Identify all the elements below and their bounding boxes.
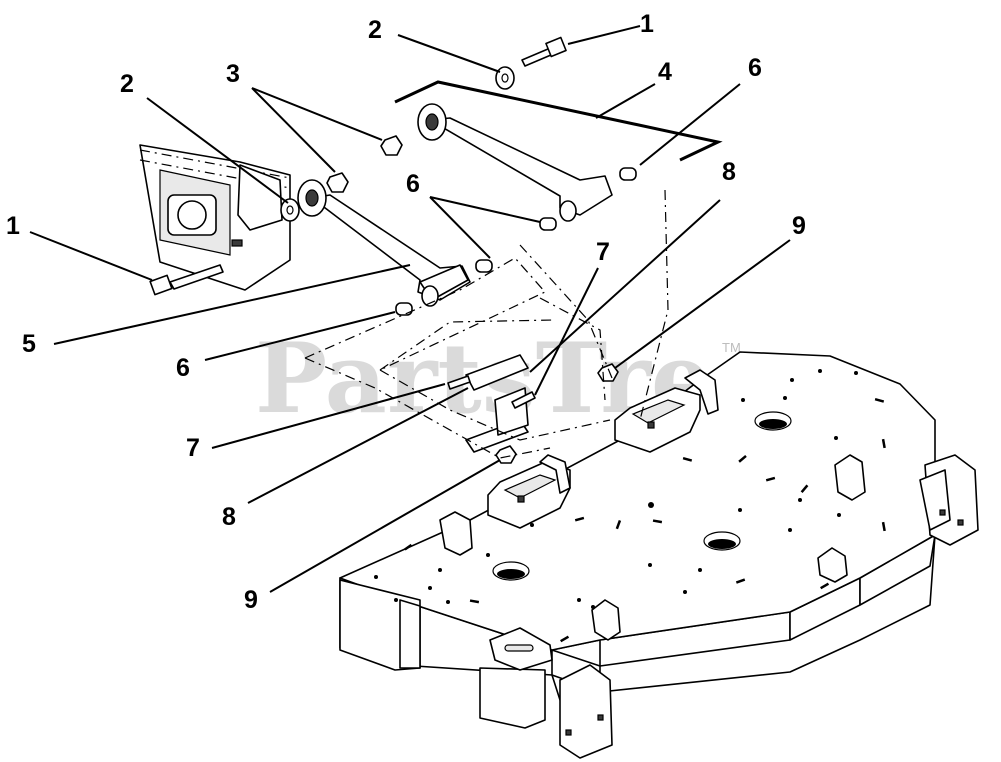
frame-mount-plate [139,144,291,291]
callout-5: 5 [22,330,36,358]
watermark-tm: TM [722,340,741,355]
callout-1-top: 1 [640,10,654,38]
callout-1-left: 1 [6,212,20,240]
callout-9-left: 9 [244,586,258,614]
callout-bracket-4 [394,80,723,162]
callout-3: 3 [226,60,240,88]
callout-6-right: 6 [748,54,762,82]
callout-8-right: 8 [722,158,736,186]
deck-side-brackets [439,454,979,759]
callout-7-left: 7 [186,434,200,462]
callout-7-right: 7 [596,238,610,266]
deck-mount-bracket-front [487,454,571,529]
callout-6-lower: 6 [176,354,190,382]
callout-9-right: 9 [792,212,806,240]
deck-slots [404,397,886,643]
leader-lines [29,25,791,593]
deck-mount-bracket-rear [614,369,719,453]
assembly-lines [304,189,669,459]
callout-2-top: 2 [368,16,382,44]
callout-labels: 1 2 3 2 4 6 1 6 8 9 7 5 6 7 8 9 [6,10,806,614]
callout-8-left: 8 [222,503,236,531]
callout-4: 4 [658,58,672,86]
mower-deck [339,351,979,759]
lift-arm-right [417,103,613,222]
callout-2-left: 2 [120,70,134,98]
lift-arm-left [297,179,471,307]
callout-6-middle: 6 [406,170,420,198]
